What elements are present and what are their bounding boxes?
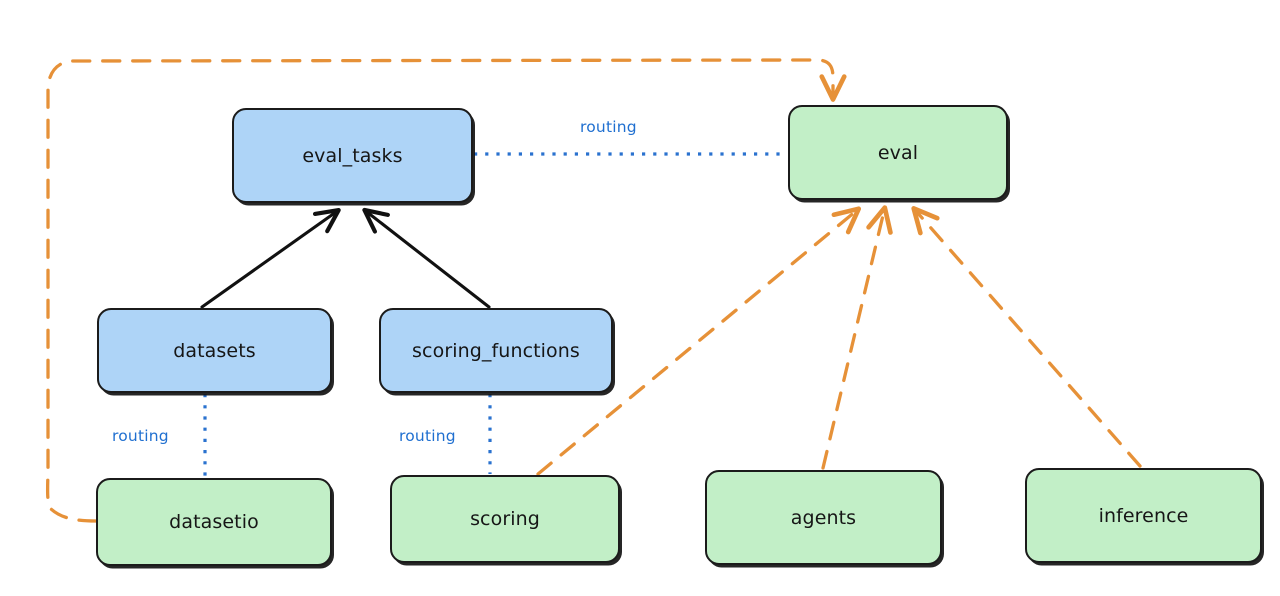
edge-scoring-functions-to-eval-tasks <box>362 207 491 309</box>
node-label-datasets: datasets <box>173 339 256 362</box>
node-agents[interactable]: agents <box>705 470 942 565</box>
node-label-agents: agents <box>790 506 857 529</box>
edge-datasets-to-eval-tasks <box>200 208 341 309</box>
node-scoring-functions[interactable]: scoring_functions <box>379 308 613 393</box>
edge-agents-to-eval <box>821 205 893 470</box>
node-label-eval: eval <box>877 141 919 164</box>
edge-label-routing-datasetio: routing <box>112 427 169 445</box>
edge-label-routing-scoring: routing <box>399 427 456 445</box>
edge-label-routing-eval: routing <box>580 118 637 136</box>
node-eval[interactable]: eval <box>788 105 1008 200</box>
node-eval-tasks[interactable]: eval_tasks <box>232 108 473 203</box>
node-datasetio[interactable]: datasetio <box>96 478 332 566</box>
node-label-datasetio: datasetio <box>169 511 259 533</box>
node-label-scoring-functions: scoring_functions <box>412 339 580 362</box>
node-label-inference: inference <box>1098 504 1189 527</box>
node-inference[interactable]: inference <box>1025 468 1262 563</box>
node-scoring[interactable]: scoring <box>390 475 620 563</box>
node-label-eval-tasks: eval_tasks <box>302 144 403 167</box>
node-label-scoring: scoring <box>470 508 540 530</box>
node-datasets[interactable]: datasets <box>97 308 332 393</box>
edge-inference-to-eval <box>911 206 1142 468</box>
